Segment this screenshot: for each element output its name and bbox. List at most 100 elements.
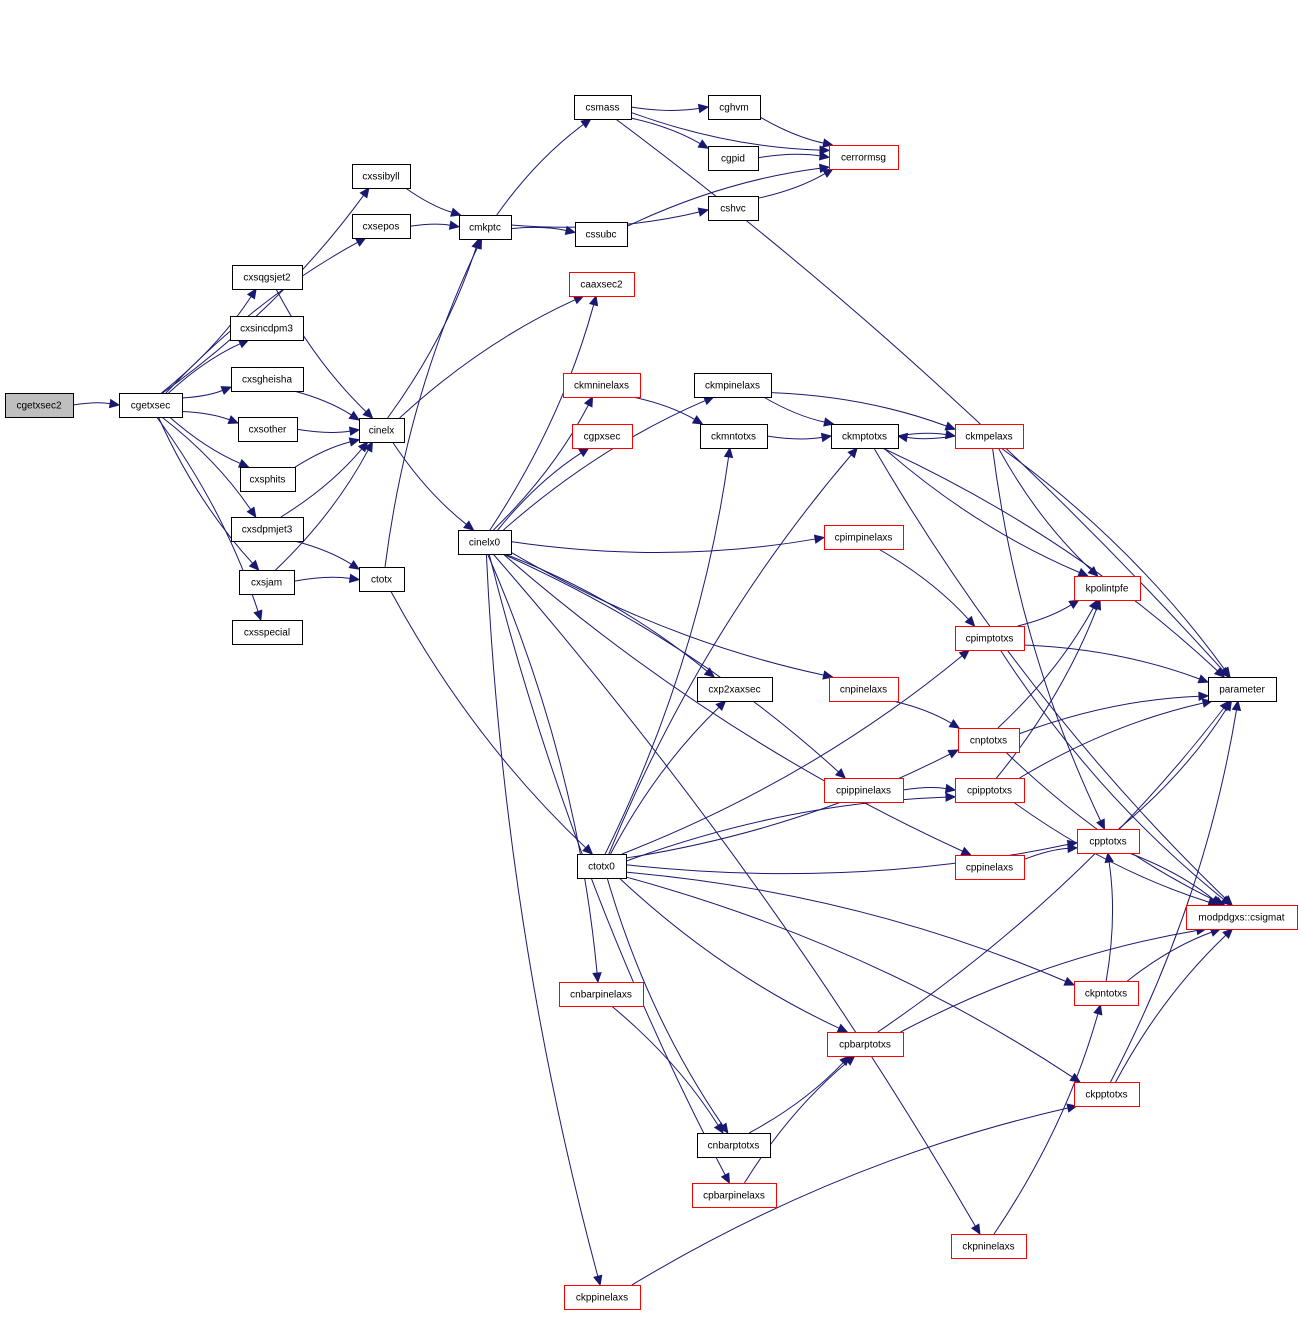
node-box[interactable] bbox=[230, 316, 304, 341]
node-cxsspecial[interactable]: cxsspecial bbox=[232, 620, 303, 645]
node-box[interactable] bbox=[951, 1234, 1027, 1259]
node-box[interactable] bbox=[1208, 677, 1277, 702]
node-box[interactable] bbox=[359, 567, 405, 592]
node-box[interactable] bbox=[240, 467, 296, 492]
node-cgetxsec2[interactable]: cgetxsec2 bbox=[5, 393, 74, 418]
node-ckmpelaxs[interactable]: ckmpelaxs bbox=[955, 424, 1024, 449]
node-cnptotxs[interactable]: cnptotxs bbox=[958, 728, 1020, 753]
node-ckmninelaxs[interactable]: ckmninelaxs bbox=[563, 373, 641, 398]
node-ctotx[interactable]: ctotx bbox=[359, 567, 405, 592]
node-cnpinelaxs[interactable]: cnpinelaxs bbox=[829, 677, 899, 702]
node-box[interactable] bbox=[955, 778, 1025, 803]
node-cxsqgsjet2[interactable]: cxsqgsjet2 bbox=[232, 265, 303, 290]
node-cpimpinelaxs[interactable]: cpimpinelaxs bbox=[824, 525, 904, 550]
node-parameter[interactable]: parameter bbox=[1208, 677, 1277, 702]
node-cshvc[interactable]: cshvc bbox=[708, 196, 759, 221]
node-box[interactable] bbox=[824, 778, 904, 803]
node-box[interactable] bbox=[563, 373, 641, 398]
node-cerrormsg[interactable]: cerrormsg bbox=[829, 145, 899, 170]
node-cnbarptotxs[interactable]: cnbarptotxs bbox=[697, 1133, 771, 1158]
node-box[interactable] bbox=[955, 424, 1024, 449]
node-box[interactable] bbox=[692, 1183, 777, 1208]
node-cmkptc[interactable]: cmkptc bbox=[459, 215, 512, 240]
node-cxp2xaxsec[interactable]: cxp2xaxsec bbox=[697, 677, 773, 702]
node-csigmat[interactable]: modpdgxs::csigmat bbox=[1186, 905, 1298, 930]
node-cgpid[interactable]: cgpid bbox=[708, 146, 759, 171]
node-cxsgheisha[interactable]: cxsgheisha bbox=[231, 367, 304, 392]
node-box[interactable] bbox=[238, 417, 298, 442]
node-cxsepos[interactable]: cxsepos bbox=[352, 214, 411, 239]
node-cxsjam[interactable]: cxsjam bbox=[239, 570, 295, 595]
node-ckmntotxs[interactable]: ckmntotxs bbox=[700, 424, 768, 449]
node-cnbarpinelaxs[interactable]: cnbarpinelaxs bbox=[559, 982, 644, 1007]
node-box[interactable] bbox=[359, 418, 405, 443]
node-ctotx0[interactable]: ctotx0 bbox=[577, 854, 627, 879]
node-cpbarptotxs[interactable]: cpbarptotxs bbox=[827, 1032, 904, 1057]
node-ckmptotxs[interactable]: ckmptotxs bbox=[831, 424, 899, 449]
node-cxssibyll[interactable]: cxssibyll bbox=[352, 164, 411, 189]
node-cinelx[interactable]: cinelx bbox=[359, 418, 405, 443]
node-box[interactable] bbox=[232, 265, 303, 290]
node-cxsphits[interactable]: cxsphits bbox=[240, 467, 296, 492]
node-cgpxsec[interactable]: cgpxsec bbox=[572, 424, 633, 449]
node-cpimptotxs[interactable]: cpimptotxs bbox=[955, 626, 1025, 651]
node-box[interactable] bbox=[958, 728, 1020, 753]
node-cinelx0[interactable]: cinelx0 bbox=[458, 530, 512, 555]
node-box[interactable] bbox=[569, 272, 635, 297]
node-box[interactable] bbox=[700, 424, 768, 449]
node-box[interactable] bbox=[1074, 576, 1141, 601]
node-box[interactable] bbox=[231, 367, 304, 392]
node-box[interactable] bbox=[829, 145, 899, 170]
node-box[interactable] bbox=[232, 620, 303, 645]
node-cpipptotxs[interactable]: cpipptotxs bbox=[955, 778, 1025, 803]
node-ckpptotxs[interactable]: ckpptotxs bbox=[1074, 1082, 1140, 1107]
node-ckpntotxs[interactable]: ckpntotxs bbox=[1074, 981, 1139, 1006]
node-cppinelaxs[interactable]: cppinelaxs bbox=[955, 855, 1025, 880]
node-box[interactable] bbox=[574, 95, 632, 120]
node-box[interactable] bbox=[564, 1285, 641, 1310]
node-box[interactable] bbox=[708, 196, 759, 221]
node-box[interactable] bbox=[119, 393, 183, 418]
node-box[interactable] bbox=[5, 393, 74, 418]
node-box[interactable] bbox=[575, 222, 628, 247]
node-box[interactable] bbox=[239, 570, 295, 595]
node-box[interactable] bbox=[694, 373, 772, 398]
node-box[interactable] bbox=[955, 855, 1025, 880]
node-box[interactable] bbox=[352, 214, 411, 239]
node-ckmpinelaxs[interactable]: ckmpinelaxs bbox=[694, 373, 772, 398]
node-ckppinelaxs[interactable]: ckppinelaxs bbox=[564, 1285, 641, 1310]
node-cxsother[interactable]: cxsother bbox=[238, 417, 298, 442]
node-cpbarpinelaxs[interactable]: cpbarpinelaxs bbox=[692, 1183, 777, 1208]
node-box[interactable] bbox=[708, 146, 759, 171]
node-box[interactable] bbox=[352, 164, 411, 189]
node-caaxsec2[interactable]: caaxsec2 bbox=[569, 272, 635, 297]
node-box[interactable] bbox=[559, 982, 644, 1007]
node-box[interactable] bbox=[824, 525, 904, 550]
node-box[interactable] bbox=[1074, 1082, 1140, 1107]
node-box[interactable] bbox=[458, 530, 512, 555]
node-cpptotxs[interactable]: cpptotxs bbox=[1077, 829, 1140, 854]
node-cghvm[interactable]: cghvm bbox=[708, 95, 761, 120]
node-box[interactable] bbox=[231, 517, 304, 542]
node-box[interactable] bbox=[1074, 981, 1139, 1006]
node-box[interactable] bbox=[827, 1032, 904, 1057]
node-box[interactable] bbox=[1186, 905, 1298, 930]
node-box[interactable] bbox=[955, 626, 1025, 651]
node-kpolintpfe[interactable]: kpolintpfe bbox=[1074, 576, 1141, 601]
node-cxsincdpm3[interactable]: cxsincdpm3 bbox=[230, 316, 304, 341]
node-cssubc[interactable]: cssubc bbox=[575, 222, 628, 247]
node-cgetxsec[interactable]: cgetxsec bbox=[119, 393, 183, 418]
node-box[interactable] bbox=[831, 424, 899, 449]
node-box[interactable] bbox=[572, 424, 633, 449]
node-box[interactable] bbox=[829, 677, 899, 702]
node-box[interactable] bbox=[459, 215, 512, 240]
node-cxsdpmjet3[interactable]: cxsdpmjet3 bbox=[231, 517, 304, 542]
node-box[interactable] bbox=[577, 854, 627, 879]
node-box[interactable] bbox=[1077, 829, 1140, 854]
node-box[interactable] bbox=[697, 677, 773, 702]
node-box[interactable] bbox=[697, 1133, 771, 1158]
node-box[interactable] bbox=[708, 95, 761, 120]
node-cpippinelaxs[interactable]: cpippinelaxs bbox=[824, 778, 904, 803]
node-ckpninelaxs[interactable]: ckpninelaxs bbox=[951, 1234, 1027, 1259]
node-csmass[interactable]: csmass bbox=[574, 95, 632, 120]
